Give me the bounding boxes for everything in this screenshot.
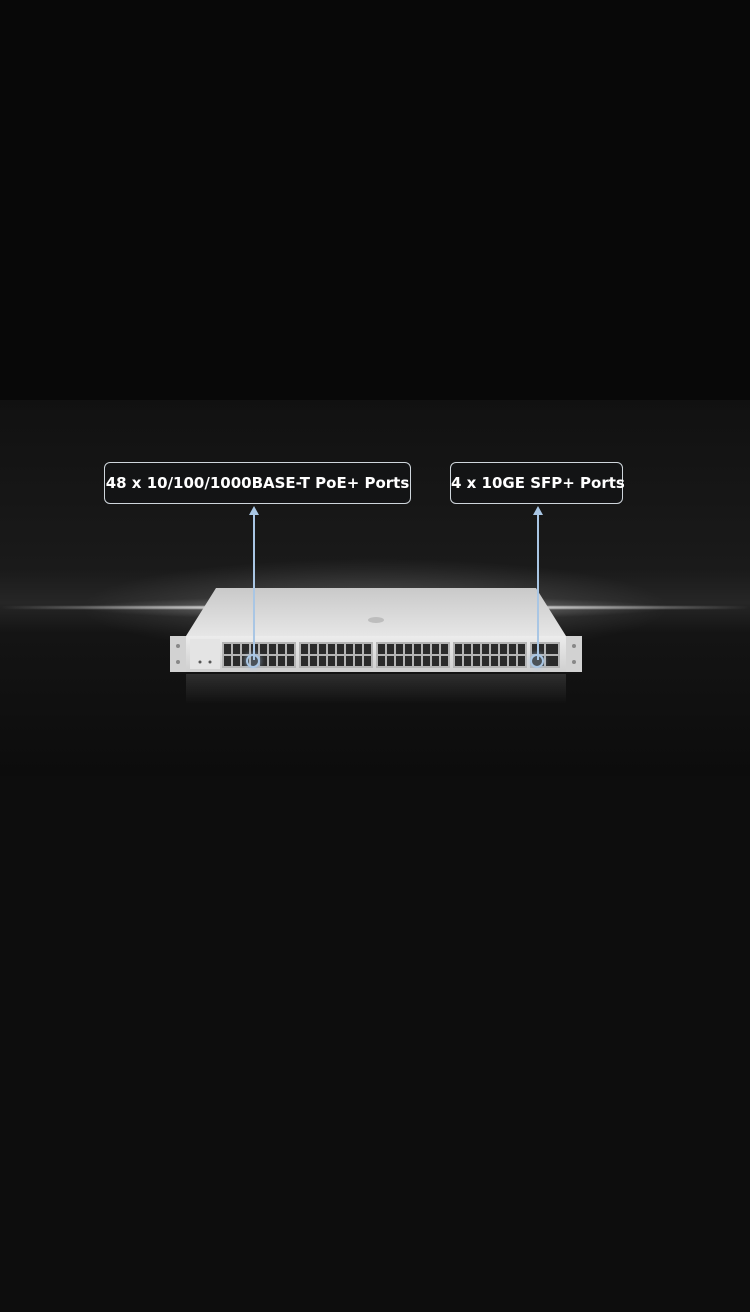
rj45-port-block-2 [299,642,373,668]
top-background [0,0,750,400]
rj45-pointer-line [253,512,255,660]
rj45-port-block-4 [453,642,527,668]
sfp-port-marker [530,654,544,668]
switch-reflection [186,674,566,704]
rj45-port-block-1 [222,642,296,668]
product-scene: 48 x 10/100/1000BASE-T PoE+ Ports 4 x 10… [0,400,750,776]
switch-logo-mark [368,617,384,623]
rj45-port-marker [246,654,260,668]
rack-ear-left [170,636,186,672]
brand-area [190,639,220,669]
rj45-pointer-arrow-icon [249,506,259,515]
rj45-port-block-3 [376,642,450,668]
sfp-pointer-arrow-icon [533,506,543,515]
network-switch [170,588,582,704]
switch-top-face [186,588,566,636]
bottom-background [0,776,750,1312]
rack-ear-right [566,636,582,672]
sfp-ports-callout: 4 x 10GE SFP+ Ports [450,462,625,504]
rj45-ports-callout: 48 x 10/100/1000BASE-T PoE+ Ports [104,462,411,504]
sfp-pointer-line [537,512,539,660]
